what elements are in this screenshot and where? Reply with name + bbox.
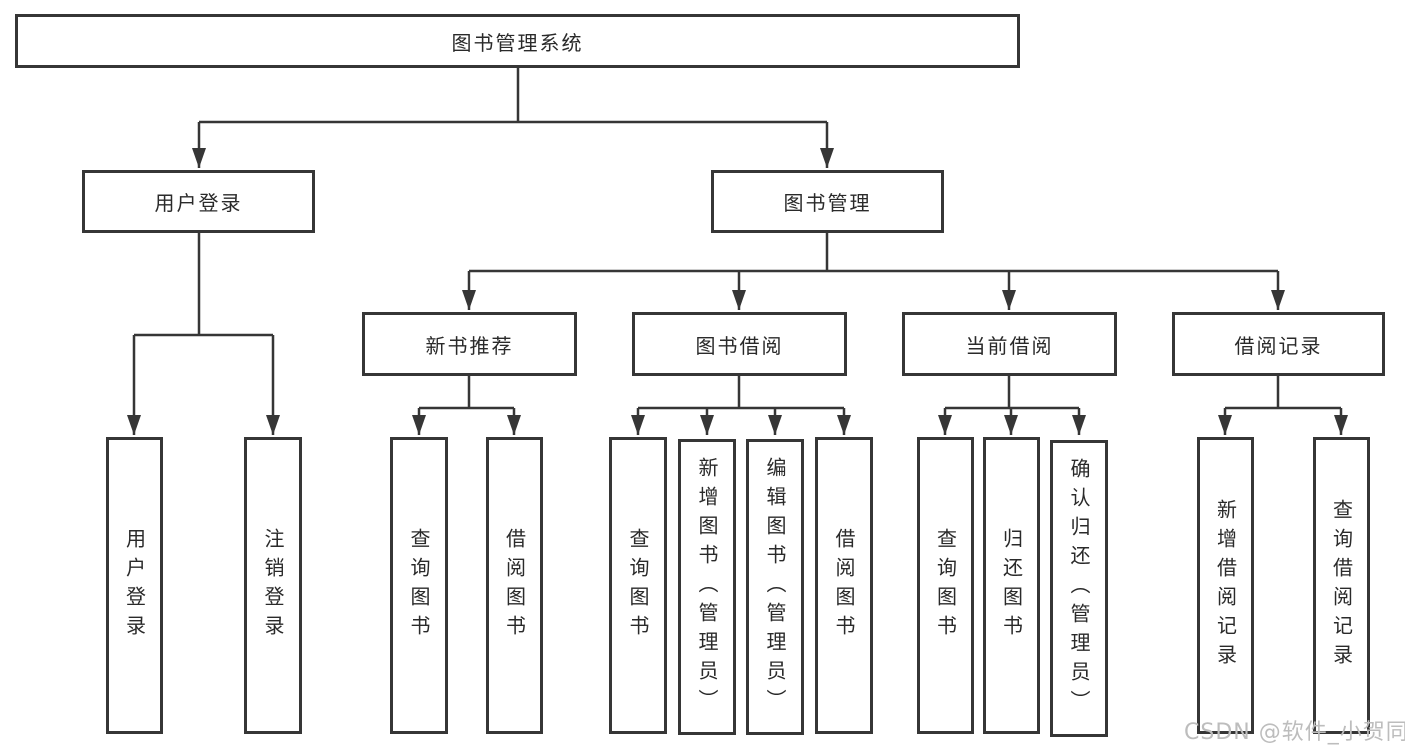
node-borrow-records-label: 借阅记录	[1234, 333, 1323, 358]
leaf-edit-book-admin-label: 编辑图书（管理员）	[763, 456, 787, 718]
node-current-borrow-label: 当前借阅	[965, 333, 1054, 358]
leaf-edit-book-admin: 编辑图书（管理员）	[746, 439, 804, 735]
node-new-book-recommend: 新书推荐	[362, 312, 577, 376]
leaf-borrow-books-2: 借阅图书	[815, 437, 873, 734]
node-book-borrow: 图书借阅	[632, 312, 847, 376]
connector-rails	[134, 68, 1341, 410]
leaf-user-login: 用户登录	[106, 437, 163, 734]
leaf-borrow-books-1: 借阅图书	[486, 437, 543, 734]
leaf-logout: 注销登录	[244, 437, 302, 734]
node-user-login-label: 用户登录	[154, 191, 243, 215]
leaf-add-borrow-record: 新增借阅记录	[1197, 437, 1254, 734]
leaf-add-book-admin-label: 新增图书（管理员）	[695, 456, 719, 718]
node-current-borrow: 当前借阅	[902, 312, 1117, 376]
leaf-confirm-return-admin-label: 确认归还（管理员）	[1067, 458, 1091, 719]
leaf-borrow-books-1-label: 借阅图书	[502, 527, 527, 644]
leaf-query-books-1-label: 查询图书	[407, 527, 431, 644]
node-user-login: 用户登录	[82, 170, 315, 233]
leaf-borrow-books-2-label: 借阅图书	[832, 527, 856, 644]
leaf-confirm-return-admin: 确认归还（管理员）	[1050, 440, 1108, 737]
leaf-query-books-1: 查询图书	[390, 437, 448, 734]
leaf-query-books-2: 查询图书	[609, 437, 667, 734]
leaf-query-books-3: 查询图书	[917, 437, 974, 734]
node-borrow-records: 借阅记录	[1172, 312, 1385, 376]
leaf-return-book-label: 归还图书	[999, 527, 1024, 644]
node-book-management: 图书管理	[711, 170, 944, 233]
leaf-logout-label: 注销登录	[261, 527, 285, 644]
leaf-query-books-2-label: 查询图书	[626, 527, 650, 644]
node-book-management-label: 图书管理	[783, 191, 872, 215]
node-book-borrow-label: 图书借阅	[695, 333, 784, 358]
node-root: 图书管理系统	[15, 14, 1020, 68]
node-root-label: 图书管理系统	[451, 30, 584, 55]
leaf-add-book-admin: 新增图书（管理员）	[678, 439, 736, 735]
node-new-book-recommend-label: 新书推荐	[425, 333, 514, 358]
watermark: CSDN @软件_小贺同学	[1184, 720, 1405, 745]
leaf-query-borrow-record-label: 查询借阅记录	[1329, 498, 1354, 673]
leaf-add-borrow-record-label: 新增借阅记录	[1213, 498, 1238, 673]
leaf-query-books-3-label: 查询图书	[933, 527, 958, 644]
leaf-return-book: 归还图书	[983, 437, 1040, 734]
leaf-query-borrow-record: 查询借阅记录	[1313, 437, 1370, 734]
leaf-user-login-label: 用户登录	[122, 527, 147, 644]
